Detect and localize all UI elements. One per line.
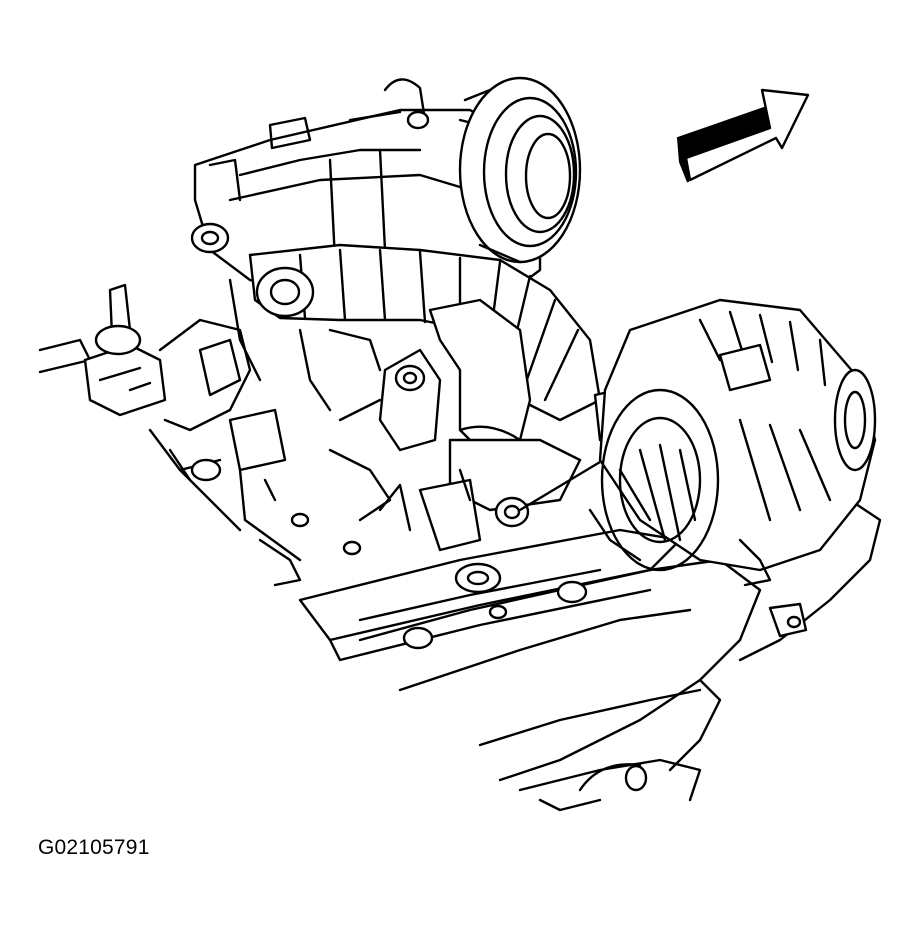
detail-lines xyxy=(168,278,642,562)
egr-pipe xyxy=(428,298,622,528)
intake-manifold xyxy=(38,283,302,587)
valve-cover xyxy=(298,528,682,662)
engine-block xyxy=(358,498,882,812)
figure-code-label: G02105791 xyxy=(38,836,150,859)
alternator xyxy=(598,298,877,587)
sensor-bracket xyxy=(290,328,482,556)
direction-arrow-icon xyxy=(676,88,810,183)
